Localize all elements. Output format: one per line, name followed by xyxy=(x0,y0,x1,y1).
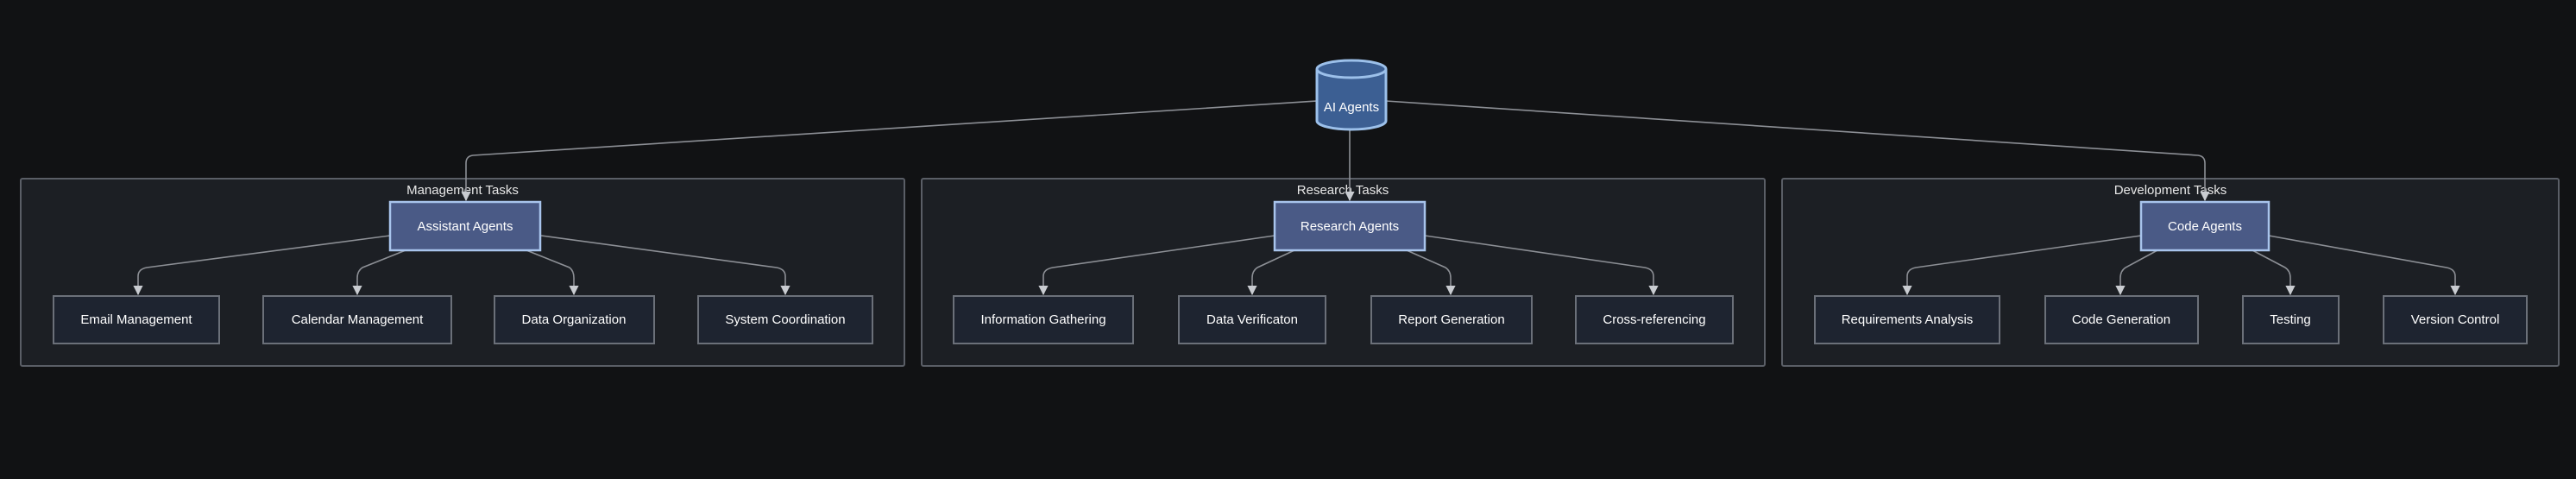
task-node-box xyxy=(2044,295,2199,344)
task-node-label: Cross-referencing xyxy=(1603,312,1705,327)
group-management-box xyxy=(20,178,905,367)
task-node-box xyxy=(1178,295,1326,344)
agent-node-assistant-box xyxy=(388,200,542,252)
task-node-box xyxy=(262,295,452,344)
task-node-information-gathering: Information Gathering xyxy=(953,295,1134,344)
task-node-data-organization: Data Organization xyxy=(494,295,655,344)
agent-node-assistant-label: Assistant Agents xyxy=(418,219,513,234)
task-node-box xyxy=(2383,295,2528,344)
edge-research-to-report-generation xyxy=(1406,249,1456,296)
agent-node-code-box xyxy=(2139,200,2271,252)
edge-code-to-testing xyxy=(2252,249,2296,296)
task-node-label: Information Gathering xyxy=(980,312,1105,327)
root-node-ai-agents: AI Agents xyxy=(1315,59,1388,131)
edge-assistant-to-system-coordination xyxy=(540,235,790,296)
group-management-title: Management Tasks xyxy=(406,183,519,198)
task-node-label: Version Control xyxy=(2411,312,2500,327)
edge-assistant-to-data-organization xyxy=(526,249,579,296)
task-node-version-control: Version Control xyxy=(2383,295,2528,344)
task-node-label: System Coordination xyxy=(725,312,845,327)
task-node-label: Requirements Analysis xyxy=(1842,312,1974,327)
edge-research-to-data-verification xyxy=(1247,249,1295,296)
task-node-label: Report Generation xyxy=(1398,312,1504,327)
group-development-title: Development Tasks xyxy=(2114,183,2227,198)
task-node-system-coordination: System Coordination xyxy=(697,295,873,344)
edge-code-to-code-generation xyxy=(2115,249,2158,296)
edge-root-to-code-agents xyxy=(1385,100,2210,202)
task-node-cross-referencing: Cross-referencing xyxy=(1575,295,1734,344)
agent-node-research-box xyxy=(1273,200,1427,252)
task-node-box xyxy=(697,295,873,344)
task-node-box xyxy=(2242,295,2340,344)
task-node-label: Data Verificaton xyxy=(1206,312,1298,327)
database-icon xyxy=(1315,69,1388,131)
edge-assistant-to-calendar-management xyxy=(352,249,406,296)
task-node-box xyxy=(1370,295,1533,344)
agent-node-code: Code Agents xyxy=(2139,200,2271,252)
task-node-box xyxy=(1575,295,1734,344)
group-management: Management Tasks xyxy=(20,178,905,367)
task-node-box xyxy=(1814,295,2000,344)
agent-node-code-label: Code Agents xyxy=(2168,219,2242,234)
task-node-label: Testing xyxy=(2270,312,2311,327)
task-node-box xyxy=(53,295,220,344)
task-node-code-generation: Code Generation xyxy=(2044,295,2199,344)
edge-code-to-requirements-analysis xyxy=(1902,235,2142,296)
group-research-title: Research Tasks xyxy=(1297,183,1389,198)
task-node-email-management: Email Management xyxy=(53,295,220,344)
edge-research-to-information-gathering xyxy=(1038,235,1275,296)
edge-assistant-to-email-management xyxy=(133,235,391,296)
database-top-ellipse xyxy=(1315,59,1388,79)
task-node-box xyxy=(494,295,655,344)
agent-node-research: Research Agents xyxy=(1273,200,1427,252)
task-node-label: Email Management xyxy=(80,312,192,327)
agent-node-research-label: Research Agents xyxy=(1301,219,1399,234)
task-node-label: Code Generation xyxy=(2072,312,2170,327)
task-node-label: Calendar Management xyxy=(292,312,424,327)
task-node-box xyxy=(953,295,1134,344)
edge-code-to-version-control xyxy=(2268,235,2460,296)
edge-root-to-assistant-agents xyxy=(461,100,1318,202)
task-node-calendar-management: Calendar Management xyxy=(262,295,452,344)
task-node-requirements-analysis: Requirements Analysis xyxy=(1814,295,2000,344)
task-node-data-verification: Data Verificaton xyxy=(1178,295,1326,344)
edge-research-to-cross-referencing xyxy=(1424,235,1659,296)
task-node-label: Data Organization xyxy=(522,312,627,327)
root-node-label: AI Agents xyxy=(1324,100,1379,115)
task-node-testing: Testing xyxy=(2242,295,2340,344)
agent-node-assistant: Assistant Agents xyxy=(388,200,542,252)
task-node-report-generation: Report Generation xyxy=(1370,295,1533,344)
